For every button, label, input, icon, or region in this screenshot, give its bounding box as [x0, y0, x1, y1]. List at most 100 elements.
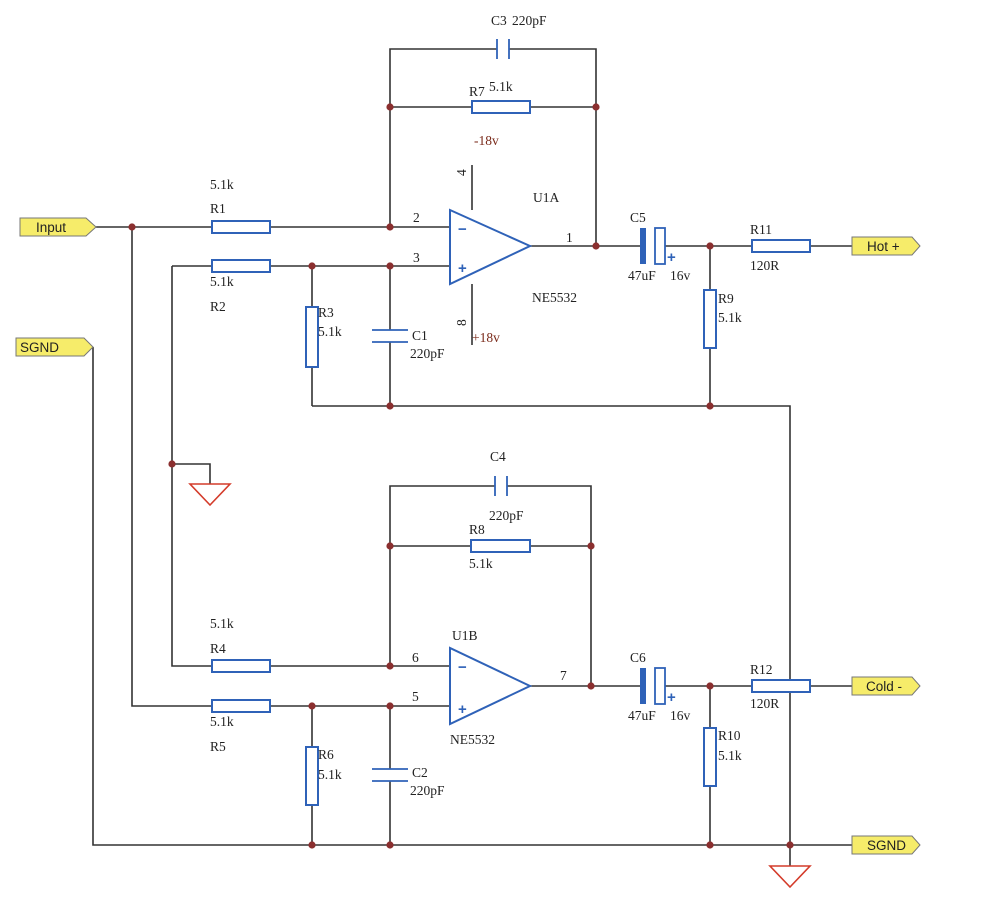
wires	[92, 48, 852, 866]
u1b-pin-inv: 6	[412, 650, 419, 665]
c5-voltage: 16v	[670, 268, 691, 283]
capacitor-c3	[496, 39, 510, 59]
resistor-r1	[211, 220, 271, 234]
junction-dot	[706, 682, 714, 690]
r4-ref: R4	[210, 641, 226, 656]
resistor-r11	[751, 239, 811, 253]
port-hot: Hot +	[851, 236, 921, 256]
junction-dot	[308, 262, 316, 270]
capacitor-c2	[372, 768, 408, 782]
c6-voltage: 16v	[670, 708, 691, 723]
r5-value: 5.1k	[210, 714, 234, 729]
opamp-u1a	[449, 208, 533, 286]
r6-value: 5.1k	[318, 767, 342, 782]
c6-ref: C6	[630, 650, 646, 665]
c3-value: 220pF	[512, 13, 547, 28]
u1b-plus-sign: +	[458, 701, 467, 718]
u1a-supply-neg: -18v	[474, 133, 499, 148]
u1a-ref: U1A	[533, 190, 559, 205]
u1a-plus-sign: +	[458, 260, 467, 277]
c3-ref: C3	[491, 13, 507, 28]
wire-input-branch	[131, 227, 212, 707]
resistor-r2	[211, 259, 271, 273]
port-input: Input	[19, 217, 97, 237]
r1-value: 5.1k	[210, 177, 234, 192]
r2-value: 5.1k	[210, 274, 234, 289]
capacitor-c4	[494, 476, 508, 496]
r3-value: 5.1k	[318, 324, 342, 339]
r12-value: 120R	[750, 696, 779, 711]
u1a-pin-vpos: 8	[454, 319, 469, 326]
resistor-r10	[703, 727, 717, 787]
ground-symbol-top	[188, 483, 232, 507]
ground-symbol-bottom	[768, 865, 812, 889]
r12-ref: R12	[750, 662, 773, 677]
junction-dot	[706, 242, 714, 250]
port-sgnd-right-label: SGND	[867, 838, 906, 853]
u1a-minus-sign: −	[458, 221, 467, 238]
opamp-u1b	[449, 646, 533, 726]
junction-dot	[386, 542, 394, 550]
junction-dot	[786, 841, 794, 849]
c2-ref: C2	[412, 765, 428, 780]
r11-ref: R11	[750, 222, 772, 237]
c6-polarity-sign: +	[667, 689, 676, 706]
junction-dot	[386, 223, 394, 231]
junction-dot	[386, 841, 394, 849]
r8-ref: R8	[469, 522, 485, 537]
junction-dot	[386, 402, 394, 410]
junction-dot	[587, 542, 595, 550]
r1-ref: R1	[210, 201, 226, 216]
junction-dot	[706, 841, 714, 849]
u1a-pin-vneg: 4	[454, 169, 469, 176]
capacitor-c1	[372, 329, 408, 343]
r4-value: 5.1k	[210, 616, 234, 631]
r7-value: 5.1k	[489, 79, 513, 94]
c6-value: 47uF	[628, 708, 656, 723]
wire-ref-bus-top	[312, 405, 791, 845]
r8-value: 5.1k	[469, 556, 493, 571]
junction-dot	[592, 242, 600, 250]
resistor-r4	[211, 659, 271, 673]
junction-dot	[308, 841, 316, 849]
c4-value: 220pF	[489, 508, 524, 523]
capacitor-c5	[640, 227, 666, 265]
u1a-pin-inv: 2	[413, 210, 420, 225]
c4-ref: C4	[490, 449, 506, 464]
c5-ref: C5	[630, 210, 646, 225]
junction-dot	[592, 103, 600, 111]
r5-ref: R5	[210, 739, 226, 754]
port-cold-label: Cold -	[866, 679, 902, 694]
port-sgnd-right: SGND	[851, 835, 921, 855]
wire-fb-u1a	[389, 48, 597, 246]
u1b-pin-noninv: 5	[412, 689, 419, 704]
r10-value: 5.1k	[718, 748, 742, 763]
resistor-r5	[211, 699, 271, 713]
r3-ref: R3	[318, 305, 334, 320]
junction-dot	[386, 702, 394, 710]
u1b-minus-sign: −	[458, 659, 467, 676]
c5-polarity-sign: +	[667, 249, 676, 266]
resistor-r12	[751, 679, 811, 693]
port-sgnd-left: SGND	[15, 337, 94, 357]
r7-ref: R7	[469, 84, 485, 99]
junctions	[128, 103, 794, 849]
junction-dot	[128, 223, 136, 231]
r2-ref: R2	[210, 299, 226, 314]
junction-dot	[386, 103, 394, 111]
resistor-r7	[471, 100, 531, 114]
c1-value: 220pF	[410, 346, 445, 361]
c2-value: 220pF	[410, 783, 445, 798]
port-hot-label: Hot +	[867, 239, 900, 254]
r10-ref: R10	[718, 728, 741, 743]
wire-fb-u1b	[389, 485, 592, 686]
resistor-r3	[305, 306, 319, 368]
c5-value: 47uF	[628, 268, 656, 283]
c1-ref: C1	[412, 328, 428, 343]
u1b-part: NE5532	[450, 732, 495, 747]
u1a-part: NE5532	[532, 290, 577, 305]
junction-dot	[386, 662, 394, 670]
r9-ref: R9	[718, 291, 734, 306]
u1b-pin-out: 7	[560, 668, 567, 683]
